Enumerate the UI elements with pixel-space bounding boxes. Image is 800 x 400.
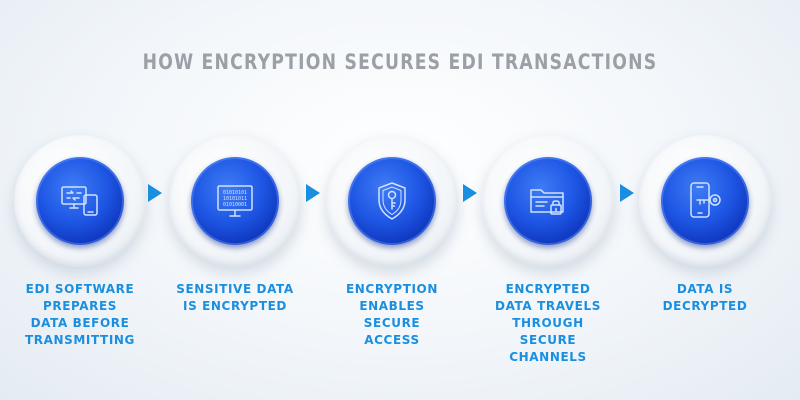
step-4-label: ENCRYPTED DATA TRAVELS THROUGH SECURE CH… bbox=[473, 281, 623, 366]
step-3-line-1: ENCRYPTION bbox=[345, 282, 438, 296]
binary-monitor-icon: 01010101 10101011 01010001 bbox=[212, 178, 258, 224]
step-2-badge: 01010101 10101011 01010001 bbox=[191, 157, 279, 245]
shield-key-icon bbox=[369, 178, 415, 224]
step-1-line-1: EDI SOFTWARE bbox=[25, 282, 135, 296]
binary-row-2: 10101011 bbox=[223, 196, 247, 202]
step-1-circle bbox=[14, 135, 146, 267]
locked-folder-icon bbox=[525, 178, 571, 224]
step-3-circle bbox=[326, 135, 458, 267]
step-4-badge bbox=[504, 157, 592, 245]
step-3-line-3: SECURE bbox=[363, 316, 421, 330]
step-5-label: DATA IS DECRYPTED bbox=[630, 281, 780, 315]
step-2-circle: 01010101 10101011 01010001 bbox=[169, 135, 301, 267]
binary-row-1: 01010101 bbox=[223, 190, 247, 196]
step-1-badge bbox=[36, 157, 124, 245]
step-1: EDI SOFTWARE PREPARES DATA BEFORE TRANSM… bbox=[5, 135, 155, 355]
arrow-1-icon bbox=[148, 184, 162, 202]
step-3: ENCRYPTION ENABLES SECURE ACCESS bbox=[317, 135, 467, 355]
step-5-line-2: DECRYPTED bbox=[662, 299, 748, 313]
step-5-circle bbox=[639, 135, 771, 267]
step-5: DATA IS DECRYPTED bbox=[630, 135, 780, 355]
step-4: ENCRYPTED DATA TRAVELS THROUGH SECURE CH… bbox=[473, 135, 623, 364]
step-1-line-4: TRANSMITTING bbox=[24, 333, 135, 347]
step-3-badge bbox=[348, 157, 436, 245]
step-2-label: SENSITIVE DATA IS ENCRYPTED bbox=[160, 281, 310, 315]
step-2-line-1: SENSITIVE DATA bbox=[176, 282, 294, 296]
step-1-line-3: DATA BEFORE bbox=[30, 316, 130, 330]
phone-key-icon bbox=[682, 178, 728, 224]
binary-row-3: 01010001 bbox=[223, 202, 247, 208]
step-4-circle bbox=[482, 135, 614, 267]
page-title: HOW ENCRYPTION SECURES EDI TRANSACTIONS bbox=[142, 50, 658, 74]
step-1-line-2: PREPARES bbox=[42, 299, 118, 313]
arrow-2-icon bbox=[306, 184, 320, 202]
step-2: 01010101 10101011 01010001 SENSITIVE DAT… bbox=[160, 135, 310, 355]
step-3-line-2: ENABLES bbox=[359, 299, 425, 313]
computer-transfer-icon bbox=[57, 178, 103, 224]
step-1-label: EDI SOFTWARE PREPARES DATA BEFORE TRANSM… bbox=[5, 281, 155, 349]
step-4-line-1: ENCRYPTED bbox=[505, 282, 591, 296]
step-4-line-5: CHANNELS bbox=[509, 350, 587, 364]
step-4-line-3: THROUGH bbox=[512, 316, 584, 330]
step-5-line-1: DATA IS bbox=[676, 282, 734, 296]
step-3-line-4: ACCESS bbox=[364, 333, 420, 347]
step-5-badge bbox=[661, 157, 749, 245]
step-4-line-4: SECURE bbox=[519, 333, 577, 347]
step-2-line-2: IS ENCRYPTED bbox=[183, 299, 287, 313]
arrow-4-icon bbox=[620, 184, 634, 202]
step-3-label: ENCRYPTION ENABLES SECURE ACCESS bbox=[317, 281, 467, 349]
step-4-line-2: DATA TRAVELS bbox=[495, 299, 601, 313]
arrow-3-icon bbox=[463, 184, 477, 202]
